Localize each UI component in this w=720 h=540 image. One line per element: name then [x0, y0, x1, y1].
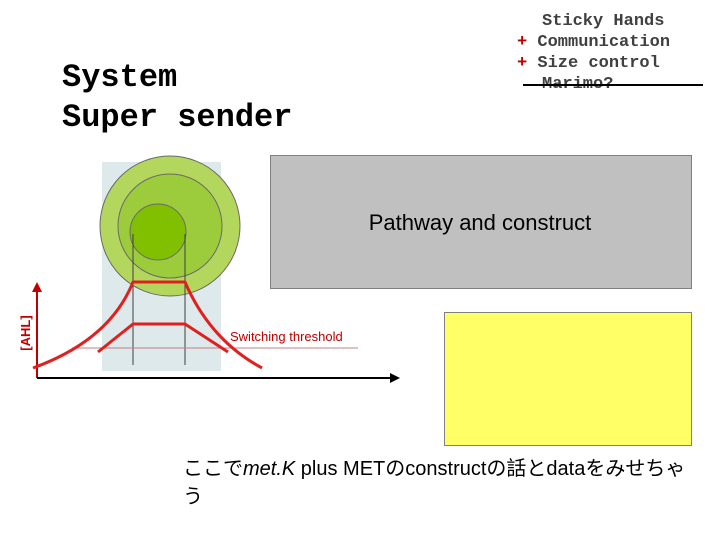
feature-sticky-hands: Sticky Hands: [542, 12, 665, 31]
title-line-1: System: [62, 59, 178, 96]
data-placeholder-box: [444, 312, 692, 446]
feature-communication-label: Communication: [537, 33, 671, 52]
inner-circle: [129, 203, 187, 261]
bottom-text: ここでmet.K plus METのconstructの話とdataをみせちゃう: [183, 455, 703, 511]
inner-curve: [97, 322, 229, 354]
x-axis-arrowhead: [390, 373, 400, 383]
pathway-construct-label: Pathway and construct: [368, 210, 592, 235]
title-line-2: Super sender: [62, 99, 293, 136]
bottom-text-part-1: ここで: [183, 458, 243, 480]
feature-list: Sticky Hands + Communication + Size cont…: [517, 11, 670, 95]
pathway-construct-box: [270, 155, 692, 289]
threshold-label: Switching threshold: [230, 329, 343, 344]
y-axis-arrowhead: [32, 282, 42, 292]
feature-size-control: + Size control: [517, 53, 670, 74]
outer-curve: [32, 280, 263, 370]
bottom-text-part-2: met.K: [243, 458, 296, 480]
plus-sign: +: [517, 33, 528, 52]
feature-divider: [523, 84, 703, 86]
feature-communication: + Communication: [517, 32, 670, 53]
plus-sign: +: [517, 54, 528, 73]
y-axis-label: [AHL]: [18, 315, 33, 350]
slide-title: System Super sender: [62, 58, 292, 138]
feature-size-control-label: Size control: [537, 54, 660, 73]
bottom-text-part-3: plus METのconstructの話とdataをみせちゃう: [183, 458, 686, 508]
